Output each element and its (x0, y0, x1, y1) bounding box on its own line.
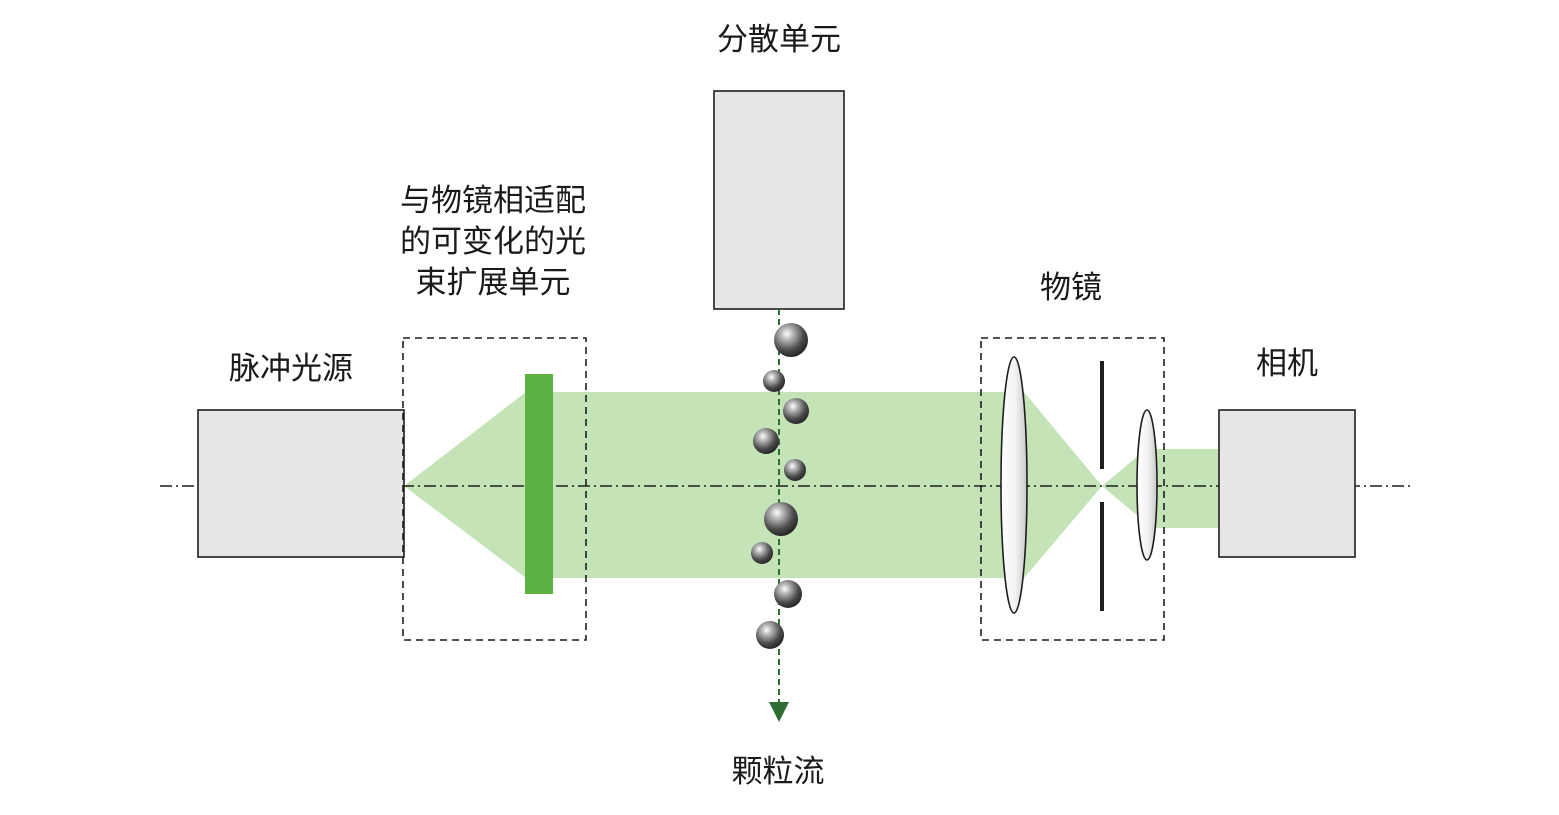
camera-label: 相机 (1256, 346, 1318, 382)
pulse-light-source-label: 脉冲光源 (229, 351, 353, 387)
beam-expander-plate (525, 374, 553, 594)
camera-box (1218, 409, 1356, 558)
objective-lens-small (1136, 409, 1158, 561)
beam-expander-enclosure (402, 337, 587, 641)
focusing-beam (1005, 392, 1102, 578)
pulse-light-source-box (197, 409, 405, 558)
camera-beam (1150, 449, 1220, 528)
particles (751, 323, 809, 649)
objective-label: 物镜 (1040, 270, 1102, 306)
particle-stream-label: 颗粒流 (731, 754, 825, 790)
particle (763, 370, 785, 392)
particle (753, 428, 779, 454)
beam-expander-label-line1: 与物镜相适配 (400, 183, 586, 219)
dispersion-unit-label: 分散单元 (717, 22, 841, 58)
particle (764, 502, 798, 536)
particle (783, 398, 809, 424)
beam-expander-label-line3: 束扩展单元 (415, 265, 571, 301)
objective-enclosure (980, 337, 1165, 641)
particle (756, 621, 784, 649)
particle (774, 323, 808, 357)
particle (784, 459, 806, 481)
beam-expander-label-line2: 的可变化的光 (400, 224, 586, 260)
particle (751, 542, 773, 564)
objective-lens-large (1000, 356, 1028, 614)
dispersion-unit-box (713, 90, 845, 310)
diverging-beam (404, 392, 526, 578)
particle (774, 580, 802, 608)
